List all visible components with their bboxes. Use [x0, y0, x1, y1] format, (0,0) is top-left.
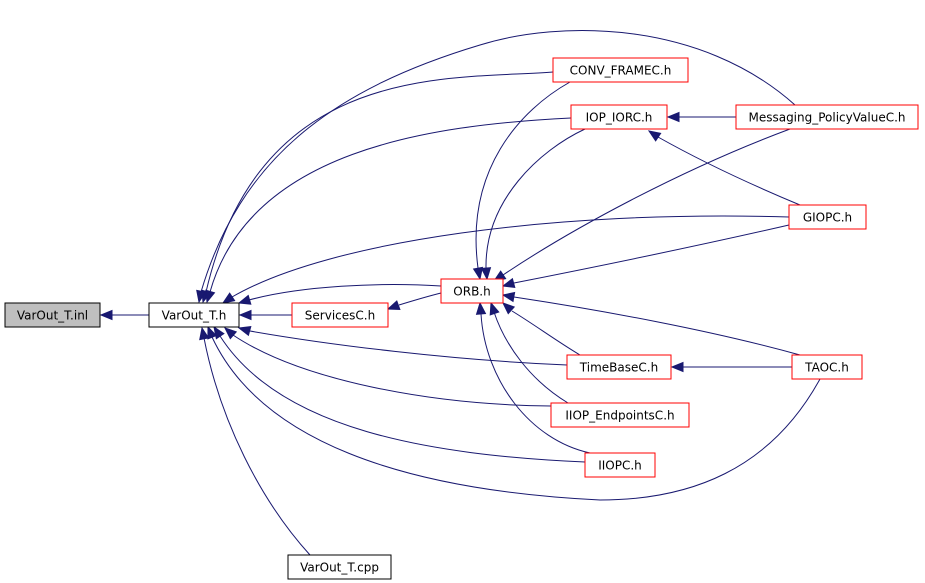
edge-varout-t-cpp-to-varout-t-h	[199, 326, 311, 556]
node-label-iiopc-h: IIOPC.h	[598, 459, 642, 473]
edge-messaging-policyvaluec-h-to-orb-h-line	[502, 128, 791, 276]
edge-varout-t-cpp-to-varout-t-h-line	[203, 337, 311, 556]
edge-iiop-endpointsc-h-to-varout-t-h-arrowhead	[224, 327, 238, 340]
edge-messaging-policyvaluec-h-to-iop-iorc-h-arrowhead	[666, 111, 680, 123]
edge-iiop-endpointsc-h-to-varout-t-h-line	[232, 334, 552, 407]
edge-messaging-policyvaluec-h-to-varout-t-h	[196, 30, 796, 304]
edge-orb-h-to-servicesc-h-arrowhead	[386, 300, 401, 310]
edge-servicesc-h-to-varout-t-h-arrowhead	[238, 309, 252, 321]
node-label-varout-t-inl: VarOut_T.inl	[17, 309, 88, 323]
edge-timebasec-h-to-orb-h	[502, 302, 581, 356]
edge-varout-t-h-to-varout-t-inl-arrowhead	[99, 309, 113, 321]
edge-conv-framec-h-to-orb-h-line	[475, 81, 571, 269]
node-label-conv-framec-h: CONV_FRAMEC.h	[570, 64, 672, 78]
edge-taoc-h-to-timebasec-h	[670, 361, 792, 373]
node-label-orb-h: ORB.h	[453, 285, 490, 299]
node-timebasec-h[interactable]: TimeBaseC.h	[566, 354, 672, 380]
node-taoc-h[interactable]: TAOC.h	[791, 354, 863, 380]
edge-servicesc-h-to-varout-t-h	[238, 309, 292, 321]
edge-giopc-h-to-orb-h-arrowhead	[501, 277, 516, 289]
edge-taoc-h-to-varout-t-h-line	[211, 336, 821, 501]
edge-giopc-h-to-iop-iorc-h	[647, 130, 801, 206]
edge-taoc-h-to-timebasec-h-arrowhead	[670, 361, 684, 373]
edge-iop-iorc-h-to-varout-t-h-line	[209, 117, 572, 293]
node-iiop-endpointsc-h[interactable]: IIOP_EndpointsC.h	[550, 402, 690, 428]
node-iiopc-h[interactable]: IIOPC.h	[584, 452, 656, 478]
edge-conv-framec-h-to-orb-h	[472, 81, 571, 281]
node-label-messaging-policyvaluec-h: Messaging_PolicyValueC.h	[748, 111, 905, 125]
edge-iiop-endpointsc-h-to-orb-h	[489, 301, 569, 404]
edge-giopc-h-to-orb-h-line	[513, 224, 790, 284]
edge-iiop-endpointsc-h-to-orb-h-line	[493, 311, 569, 404]
node-varout-t-inl: VarOut_T.inl	[4, 302, 101, 328]
edges-layer	[99, 30, 821, 556]
edge-orb-h-to-varout-t-h-line	[248, 284, 442, 301]
node-label-taoc-h: TAOC.h	[804, 361, 849, 375]
node-label-iop-iorc-h: IOP_IORC.h	[586, 111, 653, 125]
edge-iop-iorc-h-to-orb-h-line	[485, 128, 586, 269]
edge-iop-iorc-h-to-varout-t-h-arrowhead	[205, 289, 216, 304]
edge-giopc-h-to-iop-iorc-h-arrowhead	[647, 130, 662, 142]
edge-iop-iorc-h-to-varout-t-h	[205, 117, 572, 304]
node-iop-iorc-h[interactable]: IOP_IORC.h	[570, 104, 668, 130]
node-servicesc-h[interactable]: ServicesC.h	[291, 302, 389, 328]
node-label-iiop-endpointsc-h: IIOP_EndpointsC.h	[565, 409, 674, 423]
edge-giopc-h-to-orb-h	[501, 224, 790, 289]
edge-conv-framec-h-to-varout-t-h	[201, 71, 554, 304]
edge-taoc-h-to-varout-t-h	[207, 325, 821, 501]
edge-iop-iorc-h-to-orb-h	[480, 128, 586, 281]
node-varout-t-cpp[interactable]: VarOut_T.cpp	[287, 554, 392, 580]
edge-conv-framec-h-to-orb-h-arrowhead	[472, 266, 484, 281]
node-label-servicesc-h: ServicesC.h	[305, 309, 375, 323]
edge-messaging-policyvaluec-h-to-varout-t-h-arrowhead	[196, 289, 207, 304]
edge-orb-h-to-servicesc-h	[386, 292, 442, 310]
edge-messaging-policyvaluec-h-to-orb-h	[492, 128, 791, 282]
edge-taoc-h-to-orb-h	[501, 291, 801, 356]
edge-giopc-h-to-varout-t-h	[221, 215, 790, 304]
edge-iiopc-h-to-varout-t-h	[213, 325, 586, 463]
edge-varout-t-cpp-to-varout-t-h-arrowhead	[199, 326, 210, 341]
edge-giopc-h-to-varout-t-h-arrowhead	[221, 292, 236, 304]
node-orb-h[interactable]: ORB.h	[440, 278, 504, 304]
node-giopc-h[interactable]: GIOPC.h	[788, 204, 867, 230]
edge-iiopc-h-to-orb-h	[475, 301, 591, 454]
nodes-layer: VarOut_T.inl VarOut_T.h ServicesC.h ORB.…	[4, 57, 919, 580]
edge-iiopc-h-to-varout-t-h-line	[219, 335, 586, 463]
edge-messaging-policyvaluec-h-to-varout-t-h-line	[200, 30, 796, 293]
node-messaging-policyvaluec-h[interactable]: Messaging_PolicyValueC.h	[735, 104, 919, 130]
edge-taoc-h-to-varout-t-h-arrowhead	[207, 325, 218, 340]
edge-taoc-h-to-orb-h-arrowhead	[501, 291, 516, 303]
edge-varout-t-h-to-varout-t-inl	[99, 309, 149, 321]
edge-orb-h-to-servicesc-h-line	[398, 292, 442, 306]
edge-iiopc-h-to-orb-h-line	[480, 313, 591, 454]
edge-timebasec-h-to-orb-h-arrowhead	[502, 302, 516, 315]
node-conv-framec-h[interactable]: CONV_FRAMEC.h	[552, 57, 689, 83]
edge-iiop-endpointsc-h-to-varout-t-h	[224, 327, 552, 407]
edge-giopc-h-to-iop-iorc-h-line	[657, 136, 801, 206]
edge-timebasec-h-to-varout-t-h	[237, 325, 568, 366]
edge-conv-framec-h-to-varout-t-h-line	[205, 71, 554, 293]
edge-iiopc-h-to-varout-t-h-arrowhead	[213, 325, 225, 340]
edge-messaging-policyvaluec-h-to-iop-iorc-h	[666, 111, 736, 123]
node-label-varout-t-cpp: VarOut_T.cpp	[300, 561, 379, 575]
edge-iiopc-h-to-orb-h-arrowhead	[475, 301, 487, 315]
node-label-giopc-h: GIOPC.h	[803, 211, 852, 225]
edge-iop-iorc-h-to-orb-h-arrowhead	[480, 267, 492, 281]
edge-timebasec-h-to-varout-t-h-arrowhead	[237, 325, 252, 337]
edge-iiop-endpointsc-h-to-orb-h-arrowhead	[489, 301, 500, 316]
node-label-varout-t-h: VarOut_T.h	[162, 309, 227, 323]
node-varout-t-h[interactable]: VarOut_T.h	[148, 302, 240, 328]
edge-orb-h-to-varout-t-h-arrowhead	[237, 294, 252, 305]
node-label-timebasec-h: TimeBaseC.h	[579, 361, 658, 375]
edge-giopc-h-to-varout-t-h-line	[231, 215, 790, 298]
edge-orb-h-to-varout-t-h	[237, 284, 442, 305]
edge-taoc-h-to-orb-h-line	[513, 296, 801, 356]
edge-timebasec-h-to-orb-h-line	[511, 310, 581, 356]
